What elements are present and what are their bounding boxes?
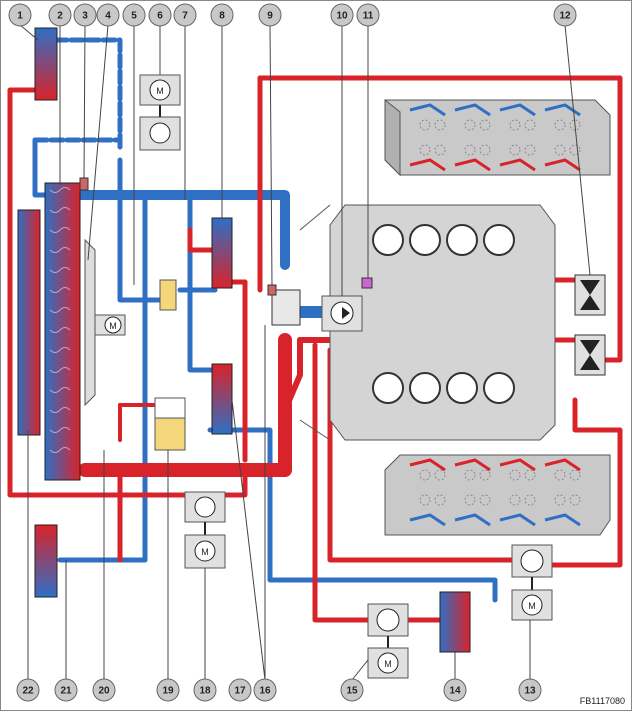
leader-lines — [19, 24, 591, 681]
motor-label: M — [201, 547, 209, 557]
callout-number: 20 — [98, 686, 110, 697]
callout-number: 18 — [199, 686, 211, 697]
motor-icon — [521, 594, 543, 616]
pump-icon — [149, 122, 171, 144]
callout-marker — [253, 678, 277, 702]
callout-marker — [92, 678, 116, 702]
pump-13: M — [511, 544, 553, 621]
pump-icon — [194, 496, 216, 518]
motor-icon — [149, 79, 171, 101]
engine-block — [299, 204, 556, 441]
cylinder-head-upper — [384, 98, 611, 177]
valve-pair — [574, 274, 606, 376]
callout-number: 16 — [259, 686, 271, 697]
motor-icon — [104, 316, 122, 334]
callout-number: 9 — [267, 11, 273, 22]
heat-exchanger-top — [34, 27, 58, 101]
pump-18: M — [184, 491, 226, 569]
callout-number: 10 — [336, 11, 348, 22]
cylinder-bank-upper — [372, 224, 515, 256]
heat-exchanger-14 — [439, 591, 471, 653]
callout-marker — [193, 678, 217, 702]
pump-15: M — [367, 603, 409, 679]
motor-label: M — [156, 86, 164, 96]
sensor-11 — [361, 277, 373, 289]
callout-marker — [73, 3, 97, 27]
callout-number: 22 — [22, 686, 34, 697]
pump-icon — [376, 608, 400, 632]
cylinder-head-lower — [384, 454, 611, 536]
callout-number: 4 — [105, 11, 111, 22]
expansion-tank — [154, 397, 186, 451]
callout-number: 2 — [57, 11, 63, 22]
callout-marker — [16, 678, 40, 702]
pump-6: M — [139, 74, 181, 151]
sensor-9 — [267, 284, 277, 296]
callouts-bottom: 22 21 20 19 18 17 16 15 14 13 — [16, 678, 542, 702]
callout-marker — [356, 3, 380, 27]
callout-number: 1 — [17, 11, 23, 22]
callout-marker — [553, 3, 577, 27]
callout-marker — [173, 3, 197, 27]
callout-number: 21 — [60, 686, 72, 697]
radiator-main — [44, 182, 81, 481]
motor-icon — [377, 652, 399, 674]
callout-number: 8 — [219, 11, 225, 22]
heat-exchanger-21 — [34, 524, 58, 598]
callout-number: 19 — [162, 686, 174, 697]
callout-marker — [96, 3, 120, 27]
heat-exchanger-17 — [211, 363, 233, 435]
callout-number: 11 — [363, 11, 374, 22]
callout-marker — [122, 3, 146, 27]
callout-number: 17 — [234, 686, 246, 697]
motor-label: M — [109, 321, 117, 331]
callout-marker — [443, 678, 467, 702]
motor-label: M — [528, 601, 536, 611]
heat-exchanger-8 — [211, 217, 233, 289]
callout-number: 13 — [524, 686, 536, 697]
callout-marker — [518, 678, 542, 702]
auxiliary-radiator — [17, 209, 41, 436]
pump-10 — [321, 295, 363, 332]
callout-number: 15 — [346, 686, 358, 697]
pump-icon — [520, 549, 544, 573]
callout-number: 6 — [157, 11, 163, 22]
callout-marker — [330, 3, 354, 27]
callout-marker — [148, 3, 172, 27]
callout-marker — [210, 3, 234, 27]
callout-marker — [8, 3, 32, 27]
callout-marker — [258, 3, 282, 27]
thermostat-icon — [271, 289, 301, 326]
motor-icon — [194, 540, 216, 562]
radiator-icon — [44, 182, 81, 481]
cylinder-bank-lower — [372, 372, 515, 404]
sensor-3 — [79, 177, 89, 191]
reference-code: FB1117080 — [580, 696, 625, 706]
callout-number: 5 — [131, 11, 137, 22]
callout-number: 7 — [182, 11, 188, 22]
callout-marker — [54, 678, 78, 702]
callout-marker — [48, 3, 72, 27]
callout-number: 12 — [559, 11, 571, 22]
callout-number: 3 — [82, 11, 88, 22]
callout-marker — [340, 678, 364, 702]
callout-number: 14 — [449, 686, 461, 697]
callout-marker — [228, 678, 252, 702]
fan-assembly: M — [84, 238, 126, 407]
motor-label: M — [384, 659, 392, 669]
expansion-tank-small — [159, 279, 177, 311]
callout-marker — [156, 678, 180, 702]
